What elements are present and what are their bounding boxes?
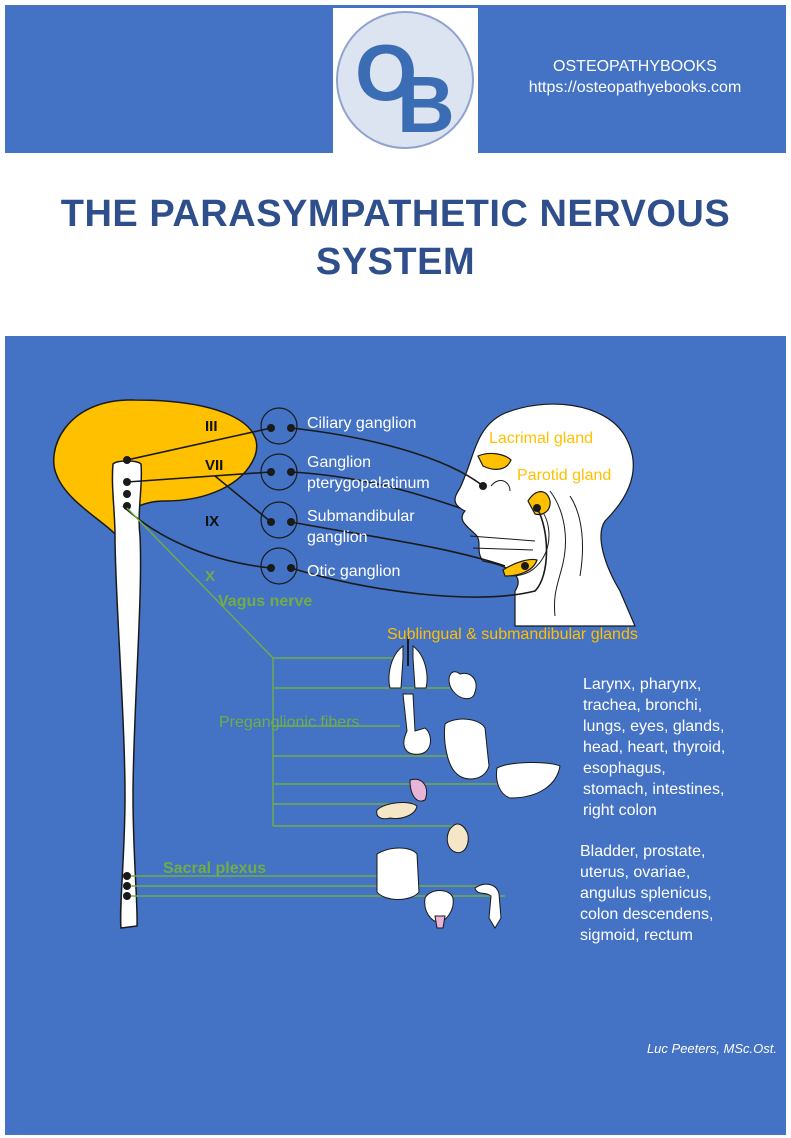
vagus-organ-line: Larynx, pharynx, (583, 676, 702, 693)
logo-letter-o: O (355, 28, 417, 117)
otic-ganglion-label: Otic ganglion (307, 563, 400, 580)
lungs-icon (388, 636, 428, 689)
esophagus-stomach-icon (402, 693, 431, 755)
cranial-nerve-paths (122, 427, 548, 598)
pancreas-gallbladder-icon (376, 778, 428, 820)
brain-shape (53, 399, 258, 536)
spinal-cord (111, 460, 143, 929)
publisher-url[interactable]: https://osteopathyebooks.com (528, 79, 742, 96)
sacral-organ-line: colon descendens, (580, 906, 714, 923)
sublingual-submandibular-glands-label: Sublingual & submandibular glands (387, 626, 638, 643)
vagus-organ-list: Larynx, pharynx, trachea, bronchi, lungs… (583, 674, 725, 821)
vagus-organ-line: right colon (583, 802, 657, 819)
preganglionic-fibers-label: Preganglionic fibers (219, 714, 360, 731)
submandibular-gland (502, 558, 538, 577)
title-line-2: SYSTEM (315, 241, 476, 283)
lacrimal-gland (477, 452, 512, 470)
nerve-label-x: X (205, 568, 215, 585)
intestines-icon (444, 718, 490, 780)
submandibular-ganglion-node (260, 501, 298, 539)
author-credit: Luc Peeters, MSc.Ost. (646, 1041, 777, 1056)
vagus-nerve-label: Vagus nerve (218, 593, 312, 610)
sacral-organ-line: Bladder, prostate, (580, 843, 706, 860)
title-line-1: THE PARASYMPATHETIC NERVOUS (60, 193, 731, 235)
vagus-organ-line: stomach, intestines, (583, 781, 725, 798)
sacral-organ-line: uterus, ovariae, (580, 864, 691, 881)
submandibular-ganglion-label-1: Submandibular (307, 508, 415, 525)
nerve-label-vii: VII (205, 457, 223, 474)
sacral-organ-line: angulus splenicus, (580, 885, 712, 902)
ganglion-pterygopalatinum-label-2: pterygopalatinum (307, 475, 430, 492)
publisher-name: OSTEOPATHYBOOKS (553, 58, 717, 75)
vagus-organ-line: trachea, bronchi, (583, 697, 703, 714)
vagus-organ-line: head, heart, thyroid, (583, 739, 726, 756)
publisher-info: OSTEOPATHYBOOKS https://osteopathyebooks… (500, 56, 770, 98)
logo-letter-b: B (397, 60, 455, 149)
organ-illustrations (376, 636, 561, 929)
kidney-icon (446, 823, 469, 854)
uterus-icon (474, 883, 502, 929)
colon-icon (376, 847, 420, 900)
lacrimal-gland-label: Lacrimal gland (489, 430, 593, 447)
vagus-organ-line: lungs, eyes, glands, (583, 718, 725, 735)
sacral-organ-list: Bladder, prostate, uterus, ovariae, angu… (580, 841, 713, 946)
parotid-gland-label: Parotid gland (517, 467, 611, 484)
sacral-organ-line: sigmoid, rectum (580, 927, 693, 944)
ciliary-ganglion-node (260, 407, 298, 445)
ganglion-pterygopalatinum-label-1: Ganglion (307, 454, 371, 471)
nerve-label-ix: IX (205, 513, 219, 530)
page-title: THE PARASYMPATHETIC NERVOUS SYSTEM (0, 190, 791, 286)
logo: O B (333, 8, 478, 153)
ciliary-ganglion-label: Ciliary ganglion (307, 415, 416, 432)
nerve-label-iii: III (205, 418, 218, 435)
nerve-junction-dots (123, 424, 541, 900)
diagram-panel: III VII IX X Ciliary ganglion Ganglion p… (5, 336, 786, 1135)
vagus-organ-line: esophagus, (583, 760, 666, 777)
heart-icon (448, 671, 477, 700)
bladder-icon (424, 890, 454, 929)
liver-icon (496, 761, 561, 799)
logo-icon: O B (336, 11, 474, 149)
submandibular-ganglion-label-2: ganglion (307, 529, 368, 546)
parasympathetic-diagram: III VII IX X Ciliary ganglion Ganglion p… (53, 399, 638, 929)
sacral-plexus-label: Sacral plexus (163, 860, 266, 877)
